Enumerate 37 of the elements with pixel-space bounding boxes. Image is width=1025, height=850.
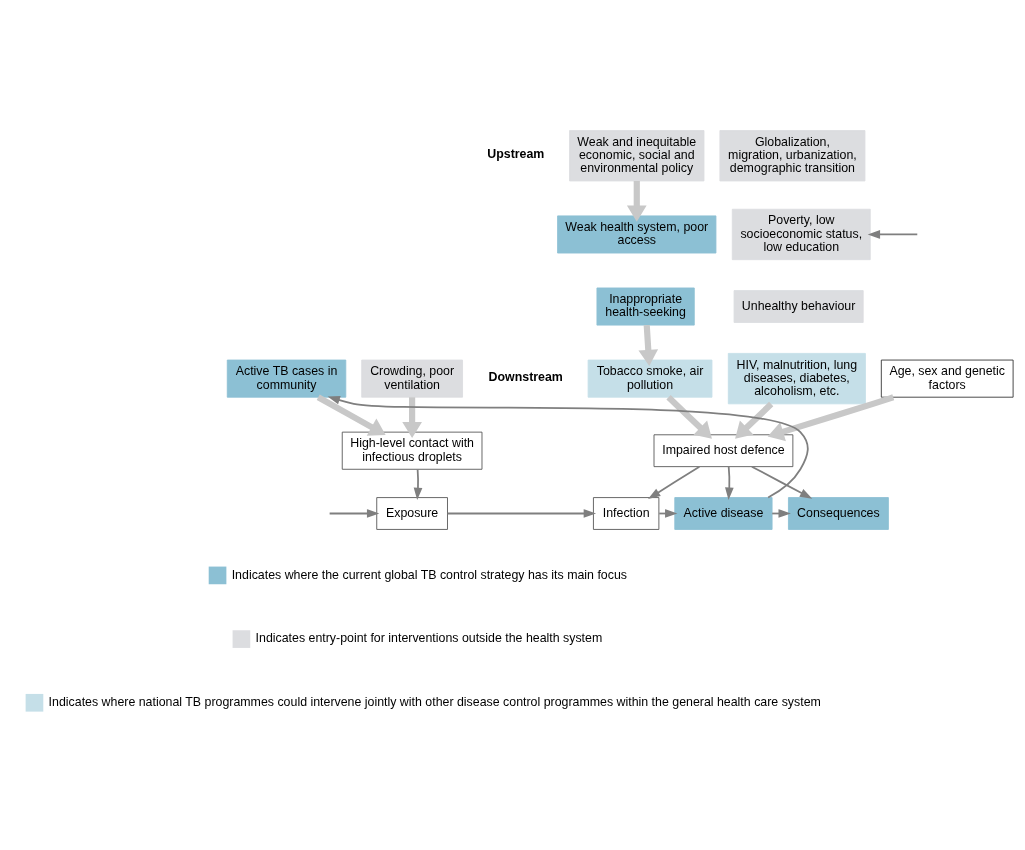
arrow [648, 465, 701, 499]
label: Downstream [488, 369, 563, 384]
node-box: Crowding, poor ventilation [361, 359, 463, 398]
node-box: Consequences [788, 496, 889, 530]
node-box: Unhealthy behaviour [733, 289, 864, 323]
legend-label: Indicates where the current global TB control strategy has its main focus [231, 567, 627, 582]
arrow [626, 180, 647, 222]
node-box: Age, sex and genetic factors [880, 359, 1014, 398]
arrow [413, 468, 423, 500]
legend-label: Indicates entry-point for interventions outside the health system [255, 630, 603, 645]
node-box: HIV, malnutrition, lung diseases, diabetes, alcoholism, etc. [727, 352, 866, 404]
node-box: Active TB cases in community [226, 359, 347, 398]
label: Upstream [487, 146, 545, 161]
node-box: Poverty, low socioeconomic status, low education [731, 208, 871, 260]
arrow [327, 395, 809, 498]
node-box: High-level contact with infectious droplets [341, 431, 483, 470]
node-box: Weak and inequitable economic, social and environmental policy [569, 129, 705, 181]
legend-label: Indicates where national TB programmes could intervene jointly with other disease control programmes within the general health care system [48, 694, 821, 709]
arrow [316, 394, 386, 436]
arrow [446, 508, 597, 518]
node-box: Inappropriate health-seeking [596, 287, 695, 326]
node-box: Tobacco smoke, air pollution [587, 359, 713, 398]
node-box: Impaired host defence [653, 433, 794, 467]
arrow [328, 508, 380, 518]
node-box: Active disease [674, 496, 773, 530]
node-box: Weak health system, poor access [557, 214, 717, 253]
node-box: Exposure [376, 496, 448, 530]
arrow [725, 465, 734, 500]
arrow [867, 229, 919, 239]
arrow [402, 396, 422, 438]
arrow [750, 465, 813, 499]
arrow [767, 393, 895, 441]
node-box: Globalization, migration, urbanization, demographic transition [719, 129, 866, 181]
node-box: Infection [593, 496, 660, 530]
arrow [735, 401, 774, 439]
arrow [666, 394, 712, 439]
arrow [638, 324, 659, 366]
